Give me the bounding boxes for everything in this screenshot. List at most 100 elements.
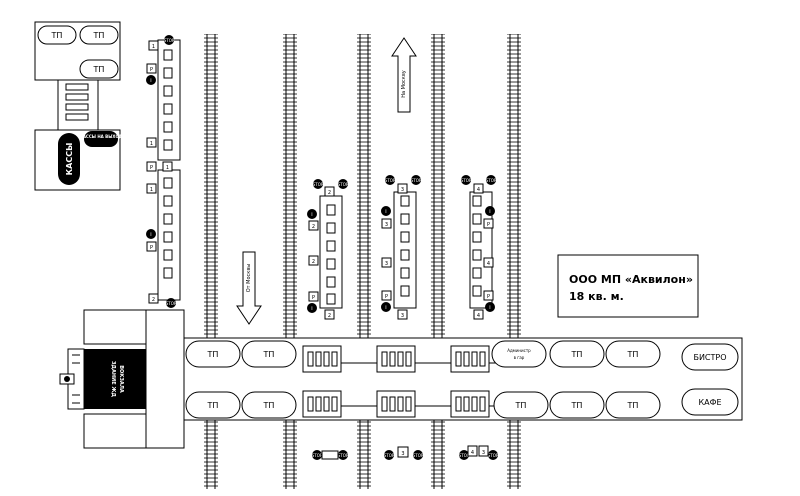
svg-text:ТП: ТП xyxy=(571,401,583,410)
platform-number: 1 xyxy=(148,40,159,51)
turnstile-group xyxy=(302,390,342,418)
station-label-line1: ЗДАНИЕ ЖД xyxy=(110,361,116,398)
tp-kiosk[interactable]: ТП xyxy=(549,391,605,419)
svg-text:STOP: STOP xyxy=(413,453,424,458)
stop-sign: STOP xyxy=(313,179,324,189)
svg-text:4: 4 xyxy=(487,261,490,267)
svg-text:1: 1 xyxy=(150,187,153,193)
tp-kiosk[interactable]: ТП xyxy=(185,340,241,368)
tp-kiosk[interactable]: ТП xyxy=(241,340,297,368)
company-name: ООО МП «Аквилон» xyxy=(569,273,693,286)
svg-text:P: P xyxy=(150,245,153,251)
to-moscow-label: На Москву xyxy=(401,70,407,98)
svg-text:ТП: ТП xyxy=(627,401,639,410)
svg-text:P: P xyxy=(150,165,153,171)
svg-text:i: i xyxy=(311,306,312,312)
svg-text:P: P xyxy=(385,294,388,300)
parking-sign: P xyxy=(483,218,494,229)
tp-kiosk[interactable]: ТП xyxy=(605,391,661,419)
platform-number: 1 xyxy=(146,183,157,194)
svg-text:STOP: STOP xyxy=(461,178,472,183)
tp-kiosk[interactable]: ТП xyxy=(37,25,77,45)
svg-text:КАФЕ: КАФЕ xyxy=(698,398,721,407)
svg-text:1: 1 xyxy=(150,141,153,147)
tp-kiosk[interactable]: ТП xyxy=(241,391,297,419)
tp-kiosk[interactable]: ТП xyxy=(605,340,661,368)
svg-text:1: 1 xyxy=(166,165,169,171)
kafe[interactable]: КАФЕ xyxy=(681,388,739,416)
info-icon: i xyxy=(381,206,391,216)
platform-number: 1 xyxy=(162,161,173,172)
company-label-box[interactable]: ООО МП «Аквилон» 18 кв. м. xyxy=(557,254,699,318)
tp-kiosk[interactable]: ТП xyxy=(493,391,549,419)
bistro[interactable]: БИСТРО xyxy=(681,343,739,371)
svg-text:i: i xyxy=(150,232,151,238)
stop-sign: STOP xyxy=(486,175,497,185)
tp-label: ТП xyxy=(93,65,105,74)
svg-text:STOP: STOP xyxy=(488,453,499,458)
svg-text:2: 2 xyxy=(312,224,315,230)
svg-text:STOP: STOP xyxy=(166,301,177,306)
platform-number: 1 xyxy=(146,137,157,148)
svg-text:ТП: ТП xyxy=(263,350,275,359)
tp-kiosk[interactable]: ТП xyxy=(79,25,119,45)
svg-text:Администр: Администр xyxy=(507,348,531,353)
svg-text:STOP: STOP xyxy=(411,178,422,183)
platform-number: 2 xyxy=(324,186,335,197)
svg-text:P: P xyxy=(487,222,490,228)
svg-text:2: 2 xyxy=(152,297,155,303)
stop-sign: STOP xyxy=(338,179,349,189)
station-label-line2: ВОКЗАЛА xyxy=(118,365,124,393)
kassy[interactable]: КАССЫ xyxy=(58,133,80,185)
svg-text:3: 3 xyxy=(401,187,404,193)
info-icon: i xyxy=(307,303,317,313)
svg-text:2: 2 xyxy=(328,313,331,319)
svg-text:3: 3 xyxy=(401,313,404,319)
svg-text:2: 2 xyxy=(312,259,315,265)
svg-text:3: 3 xyxy=(401,451,404,457)
platform-number: 4 xyxy=(483,257,494,268)
tp-kiosk[interactable]: ТП xyxy=(79,59,119,79)
parking-sign: P xyxy=(146,161,157,172)
svg-text:ТП: ТП xyxy=(515,401,527,410)
kassy-exit[interactable]: КАССЫ НА ВЫХОД xyxy=(80,131,123,147)
svg-text:ТП: ТП xyxy=(207,350,219,359)
tp-kiosk[interactable]: ТП xyxy=(549,340,605,368)
stop-sign: STOP xyxy=(164,35,175,45)
svg-text:i: i xyxy=(150,78,151,84)
stop-sign: STOP xyxy=(461,175,472,185)
info-icon: i xyxy=(381,302,391,312)
turnstile-group xyxy=(302,345,342,373)
stop-sign: STOP xyxy=(166,298,177,308)
platform-number: 2 xyxy=(308,255,319,266)
platform-number: 2 xyxy=(308,220,319,231)
bottom-stops: STOP STOP STOP STOP 3 STOP STOP 4 3 xyxy=(312,445,499,460)
arrow-from-moscow: От Москвы xyxy=(236,251,262,325)
tp-kiosk[interactable]: ТП xyxy=(185,391,241,419)
station-building: ЗДАНИЕ ЖД ВОКЗАЛА xyxy=(59,309,185,449)
arrow-to-moscow: На Москву xyxy=(391,37,417,113)
svg-text:3: 3 xyxy=(385,222,388,228)
platform-number: 2 xyxy=(324,309,335,320)
parking-sign: P xyxy=(308,291,319,302)
tp-label: ТП xyxy=(93,31,105,40)
svg-text:БИСТРО: БИСТРО xyxy=(693,353,726,362)
svg-text:3: 3 xyxy=(385,261,388,267)
platform-number: 3 xyxy=(397,309,408,320)
entrance-icon xyxy=(59,373,75,385)
turnstile-group xyxy=(450,345,490,373)
svg-text:i: i xyxy=(385,209,386,215)
svg-text:STOP: STOP xyxy=(338,182,349,187)
stop-sign: STOP xyxy=(411,175,422,185)
svg-text:STOP: STOP xyxy=(164,38,175,43)
svg-text:STOP: STOP xyxy=(338,453,349,458)
svg-text:STOP: STOP xyxy=(486,178,497,183)
ticket-building: ТП ТП ТП КАССЫ КАССЫ НА ВЫХОД xyxy=(34,21,123,191)
svg-text:STOP: STOP xyxy=(385,178,396,183)
kassy-exit-label: КАССЫ НА ВЫХОД xyxy=(80,134,123,139)
platform-number: 3 xyxy=(397,183,408,194)
svg-text:1: 1 xyxy=(152,44,155,50)
svg-text:i: i xyxy=(489,305,490,311)
